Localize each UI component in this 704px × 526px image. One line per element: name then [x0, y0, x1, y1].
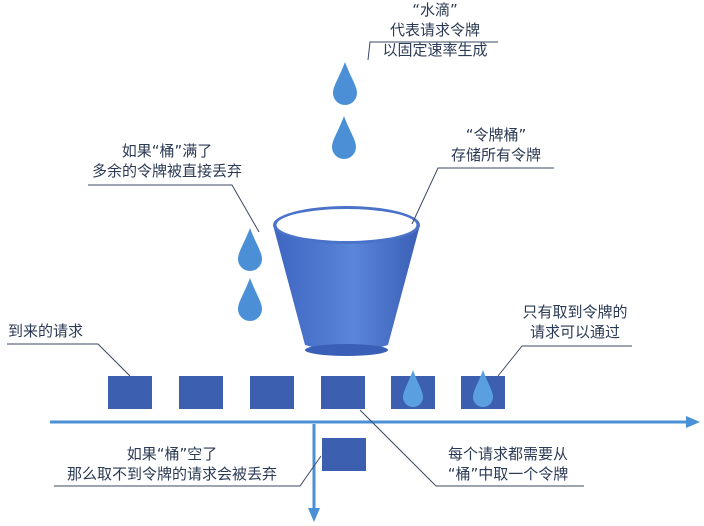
request-block-4 — [321, 376, 365, 409]
label-only-with-token: 只有取到令牌的 请求可以通过 — [512, 302, 638, 342]
token-drop-on-block-5 — [403, 370, 423, 407]
token-bucket — [273, 206, 420, 356]
request-block-3 — [250, 376, 294, 409]
label-each-request-line-2: “桶”中取一个令牌 — [447, 465, 569, 483]
main-flow-arrow — [50, 416, 700, 428]
label-token-bucket: “令牌桶” 存储所有令牌 — [438, 125, 554, 165]
label-only-with-token-line-1: 只有取到令牌的 — [522, 303, 628, 321]
label-water-drop-line-3: 以固定速率生成 — [382, 41, 488, 59]
label-water-drop-line-1: “水滴” — [412, 1, 458, 19]
callout-line-only-with-token — [497, 345, 632, 377]
falling-drop-2 — [332, 116, 356, 159]
label-only-with-token-line-2: 请求可以通过 — [529, 323, 620, 341]
request-block-1 — [108, 376, 152, 409]
label-token-bucket-line-2: 存储所有令牌 — [450, 146, 541, 164]
overflow-drop-1 — [238, 228, 262, 271]
callout-line-water-drop — [367, 41, 498, 61]
label-incoming-line-1: 到来的请求 — [8, 322, 84, 340]
discarded-request-block — [322, 438, 366, 471]
label-token-bucket-line-1: “令牌桶” — [465, 126, 527, 144]
label-bucket-full-line-2: 多余的令牌被直接丢弃 — [91, 162, 242, 180]
discard-flow-arrow — [308, 424, 320, 522]
callout-line-incoming — [7, 343, 131, 377]
label-water-drop-line-2: 代表请求令牌 — [389, 21, 480, 39]
callout-line-each-request — [359, 409, 584, 487]
overflow-drop-2 — [238, 278, 262, 321]
falling-drop-1 — [333, 62, 357, 105]
label-bucket-full-line-1: 如果“桶”满了 — [121, 142, 213, 160]
label-water-drop: “水滴” 代表请求令牌 以固定速率生成 — [372, 0, 498, 60]
callout-line-bucket-full — [88, 184, 260, 233]
label-incoming-requests: 到来的请求 — [8, 321, 104, 341]
callout-lines — [7, 41, 632, 487]
token-drop-on-block-6 — [473, 370, 493, 407]
label-each-request-line-1: 每个请求都需要从 — [447, 445, 568, 463]
label-bucket-full: 如果“桶”满了 多余的令牌被直接丢弃 — [82, 141, 252, 181]
label-bucket-empty: 如果“桶”空了 那么取不到令牌的请求会被丢弃 — [52, 444, 292, 484]
label-bucket-empty-line-2: 那么取不到令牌的请求会被丢弃 — [66, 465, 277, 483]
request-block-2 — [179, 376, 223, 409]
callout-line-bucket-empty — [54, 455, 322, 487]
label-bucket-empty-line-1: 如果“桶”空了 — [126, 445, 218, 463]
label-each-request: 每个请求都需要从 “桶”中取一个令牌 — [432, 444, 584, 484]
callout-line-token-bucket — [411, 167, 554, 225]
